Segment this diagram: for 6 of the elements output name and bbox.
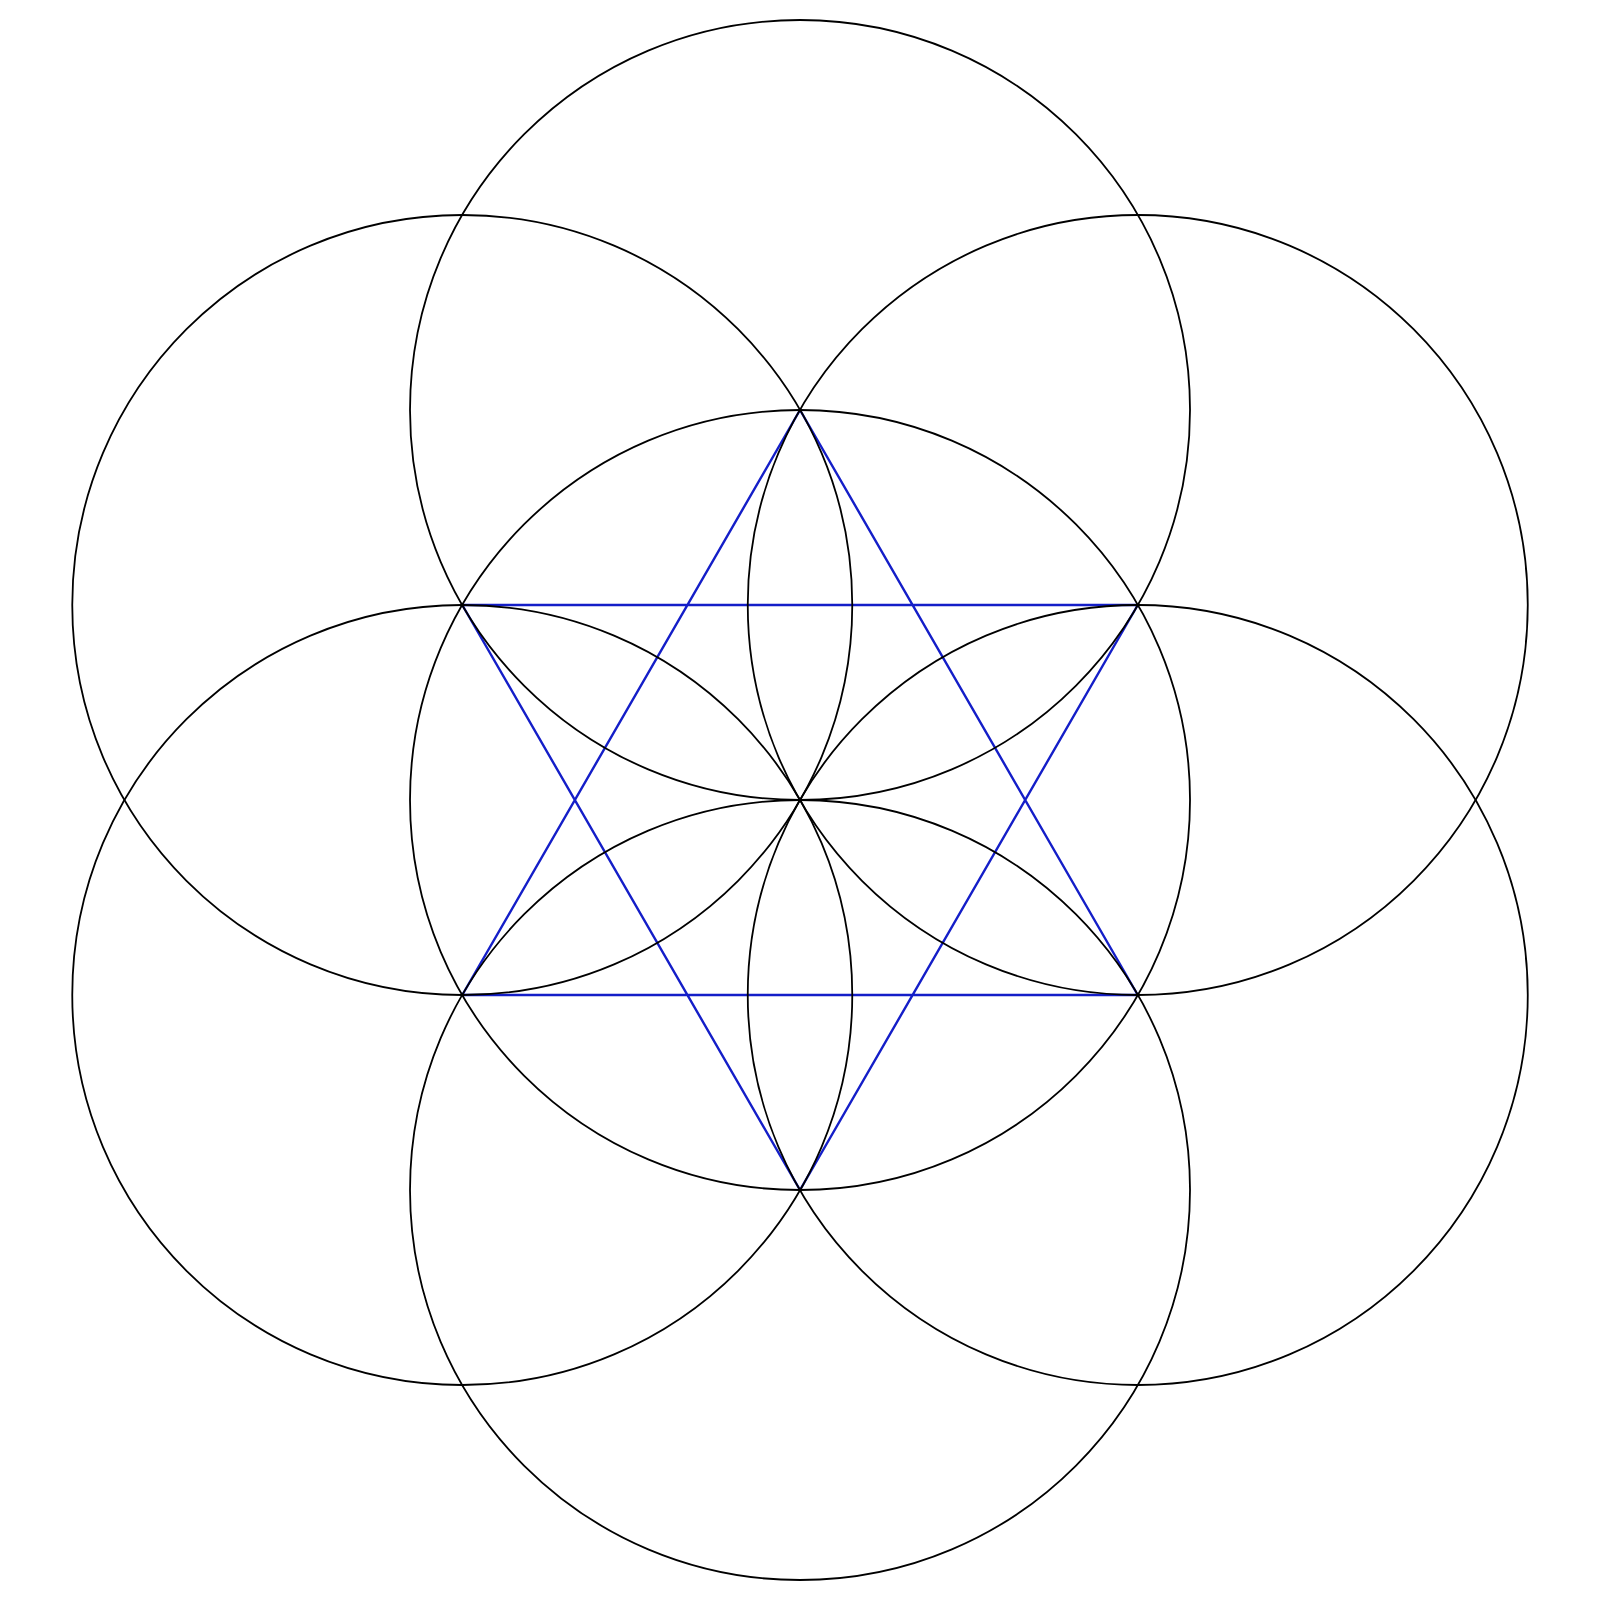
circle-outline [746,604,1529,1386]
circle-outline [71,214,854,996]
circle-outline [71,604,854,1386]
circle-outline [409,19,1191,801]
circle-outline [746,214,1529,996]
circle-outline [409,799,1191,1581]
